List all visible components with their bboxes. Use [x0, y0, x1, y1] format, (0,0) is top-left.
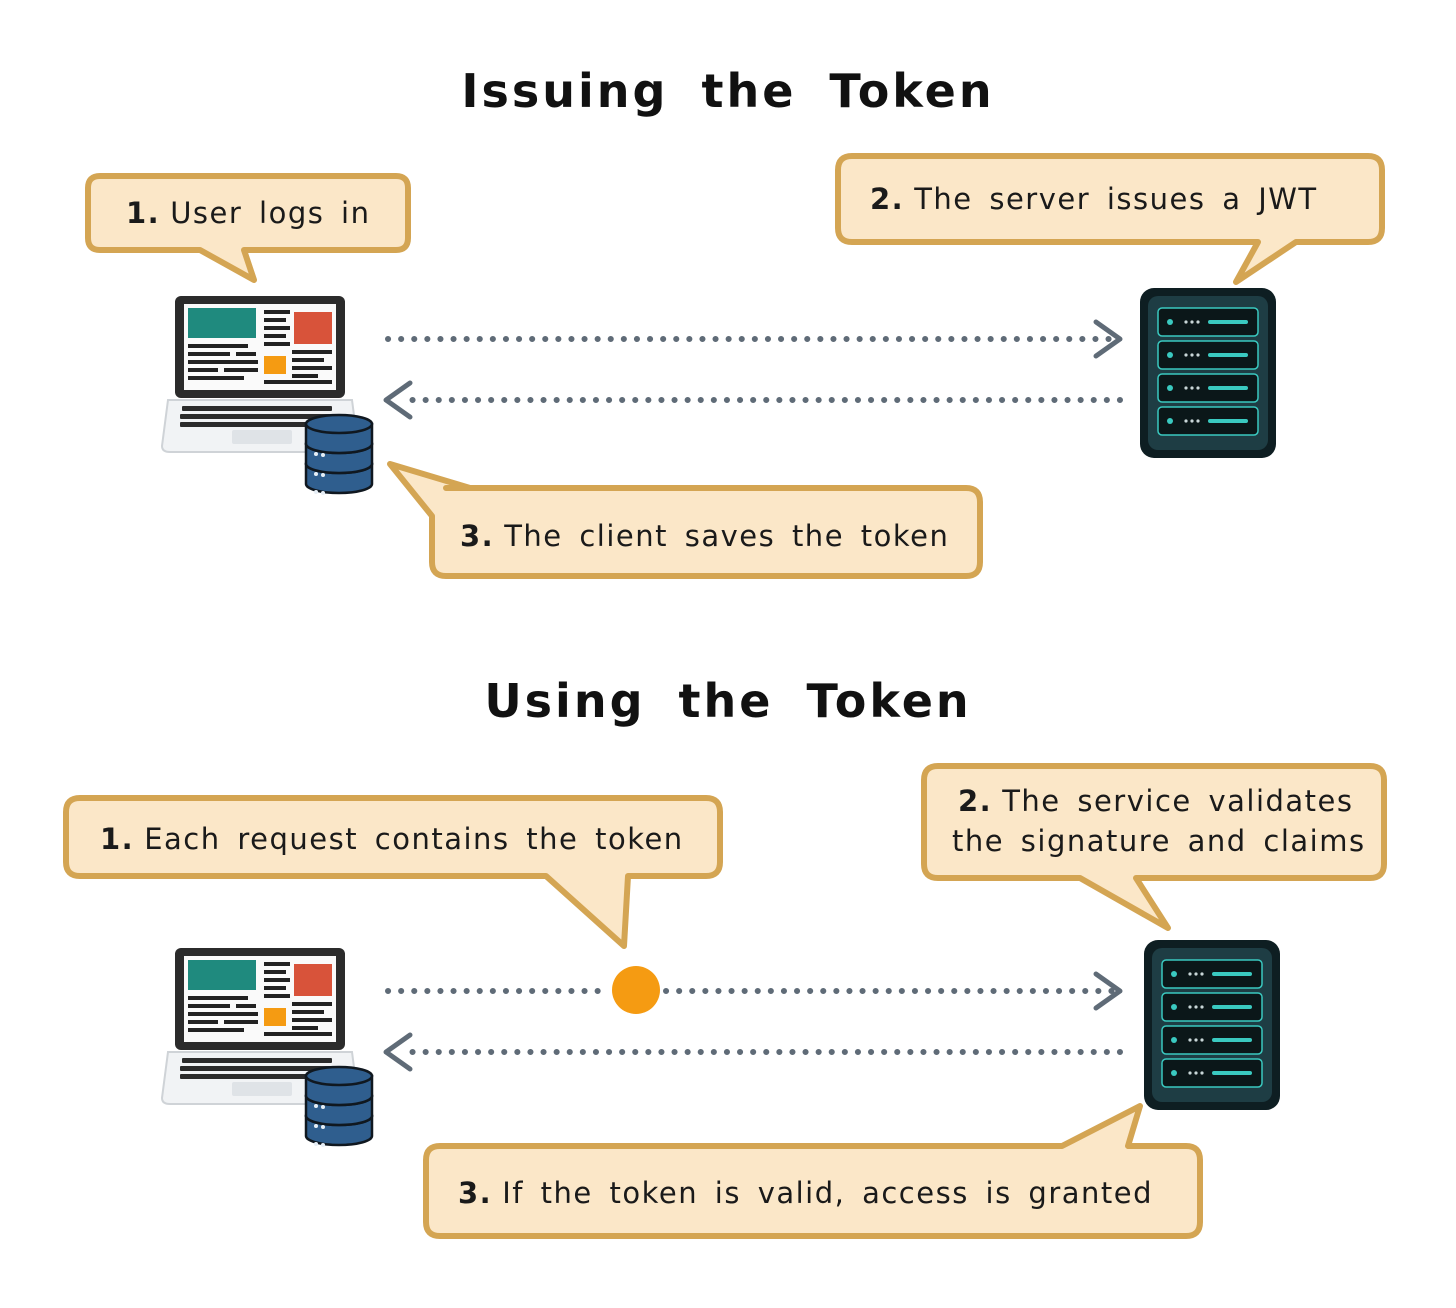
server-icon	[1143, 939, 1281, 1111]
bubble-text-line-2: the signature and claims	[952, 824, 1366, 858]
bubble-client-saves-token: 3. The client saves the token	[387, 461, 983, 579]
bubble-server-issues-jwt: 2. The server issues a JWT	[835, 153, 1385, 285]
svg-text:2.The service validates: 2. The service validates	[958, 784, 1354, 818]
request-arrow	[385, 971, 1123, 1011]
database-icon	[304, 413, 374, 497]
bubble-text: If the token is valid, access is granted	[502, 1176, 1153, 1210]
bubble-request-contains-token: 1. Each request contains the token	[63, 795, 723, 949]
bubble-user-logs-in: 1. User logs in	[85, 173, 411, 283]
bubble-text: Each request contains the token	[144, 822, 683, 856]
bubble-text: The server issues a JWT	[913, 182, 1317, 216]
request-arrow	[385, 319, 1123, 359]
database-icon	[304, 1065, 374, 1149]
server-icon	[1139, 287, 1277, 459]
token-dot-icon	[612, 966, 660, 1014]
response-arrow	[383, 380, 1123, 420]
bubble-number: 1.	[100, 822, 134, 856]
svg-text:3.If the token is valid, acces: 3. If the token is valid, access is grant…	[458, 1176, 1153, 1210]
bubble-number: 3.	[460, 519, 494, 553]
bubble-text: The client saves the token	[503, 519, 949, 553]
bubble-number: 2.	[870, 182, 904, 216]
bubble-service-validates: 2. The service validates the signature an…	[921, 763, 1387, 931]
section-title-issuing: Issuing the Token	[461, 64, 995, 118]
svg-text:1.User logs in: 1. User logs in	[126, 196, 371, 230]
svg-text:1.Each request contains the to: 1. Each request contains the token	[100, 822, 684, 856]
bubble-text: User logs in	[170, 196, 370, 230]
svg-text:3.The client saves the token: 3. The client saves the token	[460, 519, 949, 553]
bubble-text: The service validates	[1001, 784, 1353, 818]
svg-text:2.The server issues a JWT: 2. The server issues a JWT	[870, 182, 1318, 216]
section-title-using: Using the Token	[484, 674, 972, 728]
bubble-access-granted: 3. If the token is valid, access is grant…	[423, 1103, 1203, 1239]
bubble-number: 1.	[126, 196, 160, 230]
response-arrow	[383, 1032, 1123, 1072]
bubble-number: 3.	[458, 1176, 492, 1210]
bubble-number: 2.	[958, 784, 992, 818]
